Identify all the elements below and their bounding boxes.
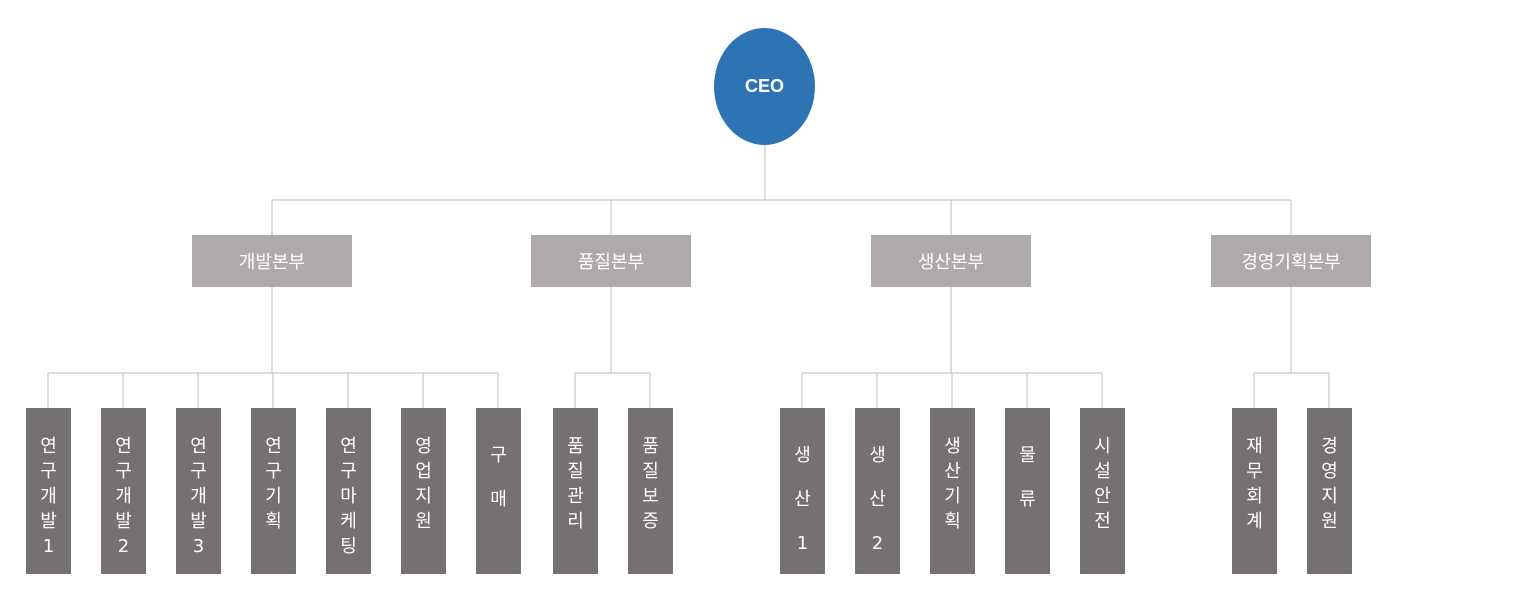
team-label-char: 개 [40,486,57,507]
team-label-char: 개 [115,486,132,507]
team-label-char: 구 [340,461,357,482]
team-label-char: 류 [1019,489,1036,510]
team-label-char: 발 [115,511,132,532]
team-label-char: 생 [794,445,811,466]
team-label-char: 연 [40,436,57,457]
team-label-char: 2 [117,536,130,557]
team-label-char: 영 [415,436,432,457]
team-label-char: 획 [265,511,282,532]
team-label-char: 지 [1321,486,1338,507]
team-label-char: 팅 [340,536,357,557]
team-label-char: 경 [1321,436,1338,457]
team-label-char: 1 [796,533,809,554]
team-label-char: 3 [192,536,205,557]
team-label-char: 구 [40,461,57,482]
team-label-char: 구 [265,461,282,482]
division-2: 품질본부 [531,235,691,287]
team-label-char: 연 [115,436,132,457]
team-label-char: 연 [340,436,357,457]
team-label-char: 리 [567,511,584,532]
team-label-char: 물 [1019,445,1036,466]
team-label-char: 보 [642,486,659,507]
team-label-char: 획 [944,511,961,532]
team-label-char: 질 [642,461,659,482]
team-label-char: 기 [265,486,282,507]
team-label-char: 생 [869,445,886,466]
team-label-char: 기 [944,486,961,507]
team-label-char: 품 [642,436,659,457]
team-label-char: 시 [1094,436,1111,457]
team-label-char: 2 [871,533,884,554]
team-label-char: 증 [642,511,659,532]
team-label-char: 생 [944,436,961,457]
team-label-char: 연 [190,436,207,457]
team-label-char: 계 [1246,511,1263,532]
team-label-char: 마 [340,486,357,507]
division-3: 생산본부 [871,235,1031,287]
team-label-char: 업 [415,461,432,482]
team-label-char: 구 [115,461,132,482]
team-label-char: 매 [490,489,507,510]
team-label-char: 재 [1246,436,1263,457]
team-label-char: 회 [1246,486,1263,507]
team-label-char: 케 [340,511,357,532]
team-label-char: 산 [794,489,811,510]
division-4: 경영기획본부 [1211,235,1371,287]
team-label-char: 지 [415,486,432,507]
team-label-char: 질 [567,461,584,482]
team-label-char: 원 [415,511,432,532]
team-label-char: 산 [869,489,886,510]
team-label-char: 구 [490,445,507,466]
team-label-char: 발 [40,511,57,532]
team-label-char: 영 [1321,461,1338,482]
team-label-char: 전 [1094,511,1111,532]
division-1: 개발본부 [192,235,352,287]
team-label-char: 원 [1321,511,1338,532]
team-label-char: 안 [1094,486,1111,507]
team-label-char: 무 [1246,461,1263,482]
team-label-char: 연 [265,436,282,457]
team-label-char: 구 [190,461,207,482]
team-label-char: 산 [944,461,961,482]
team-label-char: 1 [42,536,55,557]
team-label-char: 개 [190,486,207,507]
team-label-char: 발 [190,511,207,532]
team-label-char: 설 [1094,461,1111,482]
team-label-char: 관 [567,486,584,507]
ceo-node: CEO [714,28,815,145]
team-label-char: 품 [567,436,584,457]
